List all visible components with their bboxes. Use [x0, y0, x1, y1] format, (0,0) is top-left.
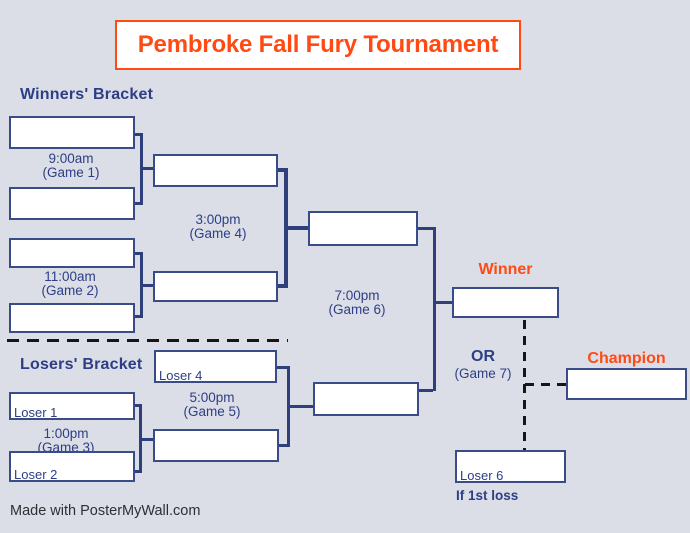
winner-slot: [452, 287, 559, 318]
connector-w-pair2-stub: [143, 284, 153, 287]
connector-w-semi-top: [278, 168, 288, 172]
title-banner: Pembroke Fall Fury Tournament: [115, 20, 521, 70]
winners-semifinal-slot-1: [153, 154, 278, 187]
connector-game6-top: [418, 227, 433, 230]
winners-round1-slot-4: [9, 303, 135, 333]
brackets-divider-dashed-line: [7, 339, 288, 342]
connector-w-pair2-top: [135, 252, 143, 255]
game1-time-label: 9:00am (Game 1): [11, 152, 131, 180]
connector-w-semi-vertical: [284, 168, 288, 288]
loser6-slot-label: Loser 6: [460, 468, 504, 483]
game7-label: (Game 7): [454, 366, 512, 381]
winners-round1-slot-3: [9, 238, 135, 268]
winners-round1-slot-2: [9, 187, 135, 220]
loser1-slot-label: Loser 1: [14, 405, 58, 420]
winners-bracket-heading: Winners' Bracket: [20, 86, 154, 103]
connector-game6-bottom: [419, 389, 433, 392]
game6-time: 7:00pm: [334, 288, 380, 303]
game5-number: (Game 5): [183, 404, 241, 419]
connector-game6-vertical: [433, 227, 436, 391]
champion-slot: [566, 368, 687, 400]
game4-time: 3:00pm: [195, 212, 241, 227]
connector-l-semi-top: [277, 366, 289, 369]
if-first-loss-label: If 1st loss: [456, 488, 519, 503]
losers-bracket-heading: Losers' Bracket: [20, 356, 143, 373]
losers-final-slot: [313, 382, 419, 416]
poster-title: Pembroke Fall Fury Tournament: [137, 31, 499, 58]
game5-time: 5:00pm: [189, 390, 235, 405]
game4-number: (Game 4): [189, 226, 247, 241]
connector-w-pair1-top: [135, 133, 143, 136]
connector-l-pair-top: [135, 404, 142, 407]
connector-w-pair1-stub: [143, 167, 153, 170]
champion-label: Champion: [587, 350, 666, 367]
loser2-slot: Loser 2: [9, 451, 135, 482]
game6-number: (Game 6): [328, 302, 386, 317]
game2-number: (Game 2): [41, 283, 99, 298]
connector-w-pair2-bottom: [135, 315, 143, 318]
game7-path-horizontal-dashed-line: [525, 383, 566, 386]
connector-winner-stub: [436, 301, 452, 304]
loser6-slot: Loser 6: [455, 450, 566, 483]
loser4-slot: Loser 4: [154, 350, 277, 383]
game2-time-label: 11:00am (Game 2): [10, 270, 130, 298]
connector-w-semi-bottom: [278, 284, 288, 288]
watermark-text: Made with PosterMyWall.com: [10, 503, 201, 519]
game2-time: 11:00am: [44, 269, 96, 284]
game5-time-label: 5:00pm (Game 5): [152, 391, 272, 419]
winner-label: Winner: [478, 261, 533, 278]
connector-w-final-stub: [288, 226, 308, 230]
loser1-slot: Loser 1: [9, 392, 135, 420]
connector-l-pair-vertical: [139, 404, 142, 473]
losers-semifinal-slot: [153, 429, 279, 462]
game6-time-label: 7:00pm (Game 6): [297, 289, 417, 317]
winners-final-slot: [308, 211, 418, 246]
game1-time: 9:00am: [48, 151, 94, 166]
game4-time-label: 3:00pm (Game 4): [158, 213, 278, 241]
game7-path-vertical-dashed-line: [523, 320, 526, 450]
connector-l-pair-stub: [142, 438, 153, 441]
connector-l-semi-bottom: [279, 444, 289, 447]
loser4-slot-label: Loser 4: [159, 368, 203, 383]
winners-round1-slot-1: [9, 116, 135, 149]
connector-l-semi-vertical: [287, 366, 290, 447]
loser2-slot-label: Loser 2: [14, 467, 58, 482]
connector-l-pair-bottom: [135, 470, 142, 473]
connector-l-final-stub: [289, 405, 313, 408]
game3-time: 1:00pm: [43, 426, 89, 441]
connector-w-pair1-bottom: [135, 202, 143, 205]
winners-semifinal-slot-2: [153, 271, 278, 302]
connector-w-pair2-vertical: [140, 252, 143, 318]
or-label: OR: [471, 348, 495, 365]
game1-number: (Game 1): [42, 165, 100, 180]
connector-w-pair1-vertical: [140, 133, 143, 205]
